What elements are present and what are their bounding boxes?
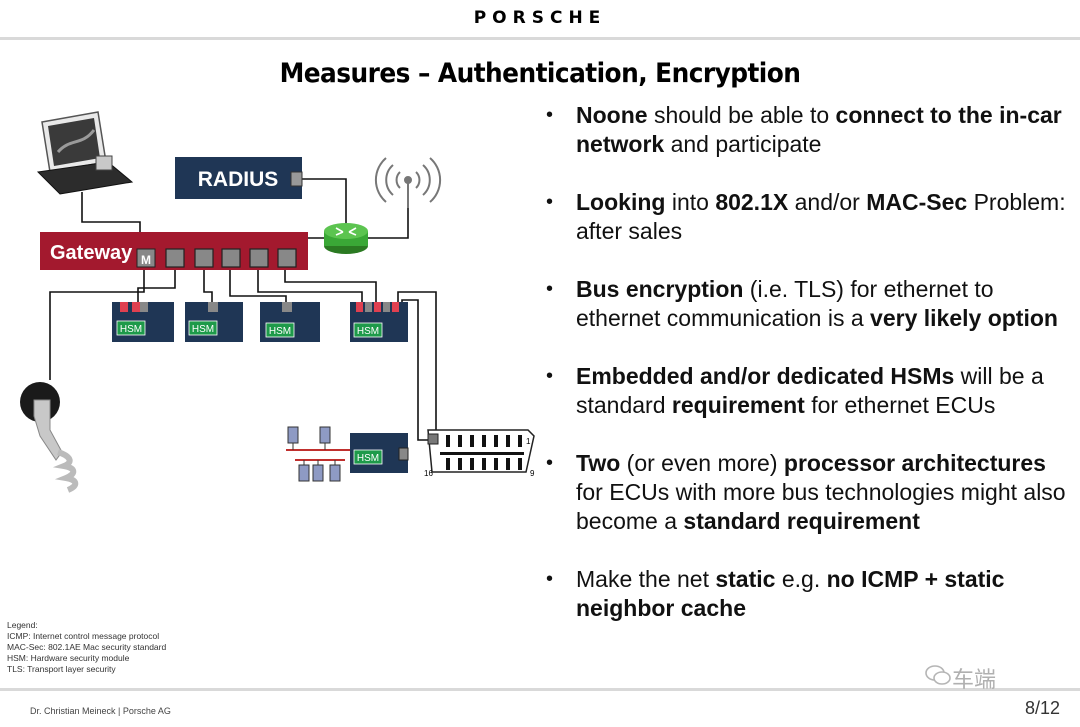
gateway-label: Gateway xyxy=(50,242,133,264)
network-diagram: RADIUS Gateway M HSM xyxy=(20,111,535,493)
footer-author: Dr. Christian Meineck | Porsche AG xyxy=(30,706,171,716)
ecu-3: HSM xyxy=(260,302,320,342)
bullet-bold-text: requirement xyxy=(671,392,805,418)
legend-title: Legend: xyxy=(7,620,38,630)
radius-server xyxy=(175,157,302,199)
laptop-icon xyxy=(36,111,134,195)
obd-pin-9: 9 xyxy=(530,469,535,478)
bullet-bold-text: MAC-Sec xyxy=(866,189,968,215)
bullet-bold-text: processor architectures xyxy=(783,450,1046,476)
ecu-5: HSM xyxy=(350,433,409,473)
legend: Legend: ICMP: Internet control message p… xyxy=(7,620,166,675)
diagnostic-plug-icon xyxy=(20,382,79,493)
radius-label: RADIUS xyxy=(198,168,279,191)
legend-line: TLS: Transport layer security xyxy=(7,664,116,674)
hsm-label: HSM xyxy=(357,453,379,464)
bullet-item: Embedded and/or dedicated HSMs will be a… xyxy=(546,362,1071,420)
obd-pin-1: 1 xyxy=(526,437,531,446)
header-divider xyxy=(0,37,1080,40)
bullet-text: for ethernet ECUs xyxy=(804,392,996,418)
gateway-port-m: M xyxy=(141,253,151,267)
bullet-list: Noone should be able to connect to the i… xyxy=(546,101,1071,652)
bullet-item: Noone should be able to connect to the i… xyxy=(546,101,1071,159)
hsm-label: HSM xyxy=(120,324,142,335)
bullet-item: Two (or even more) processor architectur… xyxy=(546,449,1071,536)
bullet-bold-text: Two xyxy=(576,450,621,476)
footer-divider xyxy=(0,688,1080,691)
obd-pin-16: 16 xyxy=(424,469,433,478)
bullet-text: and participate xyxy=(664,131,822,157)
brand-logo: PORSCHE xyxy=(473,8,607,28)
bullet-bold-text: no ICMP + static neighbor cache xyxy=(576,566,1005,621)
bullet-bold-text: very likely option xyxy=(870,305,1058,331)
legend-line: HSM: Hardware security module xyxy=(7,653,130,663)
bullet-text: will be a standard xyxy=(576,363,1044,418)
bullet-item: Looking into 802.1X and/or MAC-Sec Probl… xyxy=(546,188,1071,246)
bullet-text: into xyxy=(665,189,716,215)
legend-line: ICMP: Internet control message protocol xyxy=(7,631,160,641)
bullet-bold-text: Looking xyxy=(576,189,666,215)
bullet-text: for ECUs with more bus technologies migh… xyxy=(576,479,1066,534)
bullet-text: should be able to xyxy=(647,102,836,128)
obd-connector-icon: 16 9 1 xyxy=(424,429,535,478)
bullet-text: and/or xyxy=(788,189,867,215)
page-number: 8/12 xyxy=(1024,698,1060,718)
bullet-text: Problem: after sales xyxy=(576,189,1066,244)
bullet-bold-text: connect to the in-car network xyxy=(576,102,1062,157)
router-icon xyxy=(324,223,368,254)
bullet-item: Bus encryption (i.e. TLS) for ethernet t… xyxy=(546,275,1071,333)
ecu-4: HSM xyxy=(350,302,408,342)
bullet-text: e.g. xyxy=(775,566,827,592)
bullet-text: (or even more) xyxy=(620,450,784,476)
hsm-label: HSM xyxy=(269,326,291,337)
watermark-text: 车端 xyxy=(952,668,997,693)
bullet-bold-text: standard requirement xyxy=(683,508,920,534)
bullet-bold-text: Noone xyxy=(576,102,648,128)
ecu-2: HSM xyxy=(185,302,243,342)
bullet-text: (i.e. TLS) for ethernet to ethernet comm… xyxy=(576,276,994,331)
chat-bubble-icon xyxy=(925,665,951,685)
bullet-item: Make the net static e.g. no ICMP + stati… xyxy=(546,565,1071,623)
bullet-bold-text: Embedded and/or dedicated HSMs xyxy=(576,363,955,389)
legend-line: MAC-Sec: 802.1AE Mac security standard xyxy=(7,642,167,652)
bus-network-icon xyxy=(286,426,350,482)
slide-title: Measures – Authentication, Encryption xyxy=(279,58,801,89)
hsm-label: HSM xyxy=(192,324,214,335)
hsm-label: HSM xyxy=(357,326,379,337)
bullet-text: Make the net xyxy=(576,566,716,592)
bullet-bold-text: 802.1X xyxy=(715,189,789,215)
bullet-bold-text: Bus encryption xyxy=(576,276,744,302)
bullet-bold-text: static xyxy=(715,566,776,592)
antenna-icon xyxy=(374,157,442,208)
ecu-1: HSM xyxy=(112,302,174,342)
